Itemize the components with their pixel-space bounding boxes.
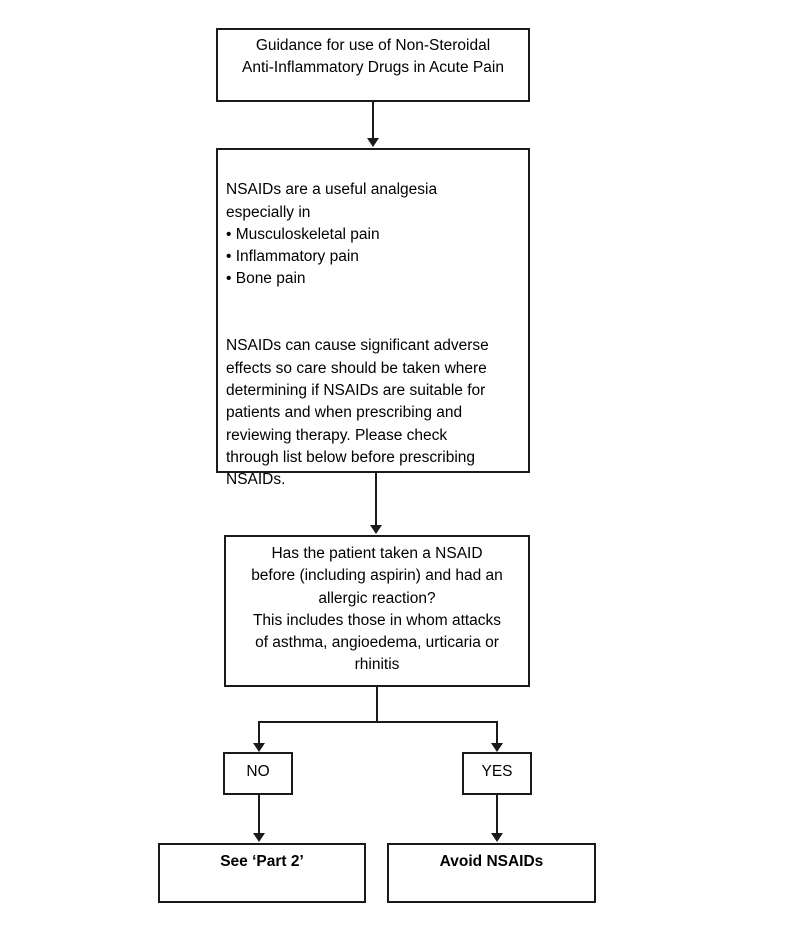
- branch-yes-label: YES: [481, 763, 513, 780]
- connector-yes-to-avoid-arrowhead: [491, 833, 503, 842]
- connector-no-to-part2-line: [258, 795, 260, 835]
- node-outcome-avoid-nsaids: Avoid NSAIDs: [387, 843, 596, 903]
- connector-fork-right-drop: [496, 721, 498, 745]
- connector-fork-stem: [376, 687, 378, 722]
- node-outcome-see-part-2: See ‘Part 2’: [158, 843, 366, 903]
- info-box-text: NSAIDs are a useful analgesia especially…: [226, 157, 522, 514]
- connector-fork-left-drop: [258, 721, 260, 745]
- connector-title-to-info-line: [372, 102, 374, 139]
- info-box-paragraph-1: NSAIDs are a useful analgesia especially…: [226, 181, 438, 288]
- node-question-box: Has the patient taken a NSAID before (in…: [224, 535, 530, 687]
- connector-info-to-question-arrowhead: [370, 525, 382, 534]
- node-branch-yes: YES: [462, 752, 532, 795]
- info-box-paragraph-2: NSAIDs can cause significant adverse eff…: [226, 337, 489, 489]
- outcome-see-part-2-label: See ‘Part 2’: [220, 853, 304, 870]
- question-box-text: Has the patient taken a NSAID before (in…: [251, 545, 503, 674]
- connector-fork-right-arrowhead: [491, 743, 503, 752]
- outcome-avoid-nsaids-label: Avoid NSAIDs: [439, 853, 544, 870]
- node-title-box: Guidance for use of Non-Steroidal Anti-I…: [216, 28, 530, 102]
- node-info-box: NSAIDs are a useful analgesia especially…: [216, 148, 530, 488]
- node-branch-no: NO: [223, 752, 293, 795]
- connector-title-to-info-arrowhead: [367, 138, 379, 147]
- connector-yes-to-avoid-line: [496, 795, 498, 835]
- title-box-text: Guidance for use of Non-Steroidal Anti-I…: [242, 37, 504, 77]
- connector-fork-bar: [258, 721, 498, 723]
- connector-no-to-part2-arrowhead: [253, 833, 265, 842]
- connector-info-to-question-line: [375, 473, 377, 526]
- connector-fork-left-arrowhead: [253, 743, 265, 752]
- branch-no-label: NO: [246, 763, 270, 780]
